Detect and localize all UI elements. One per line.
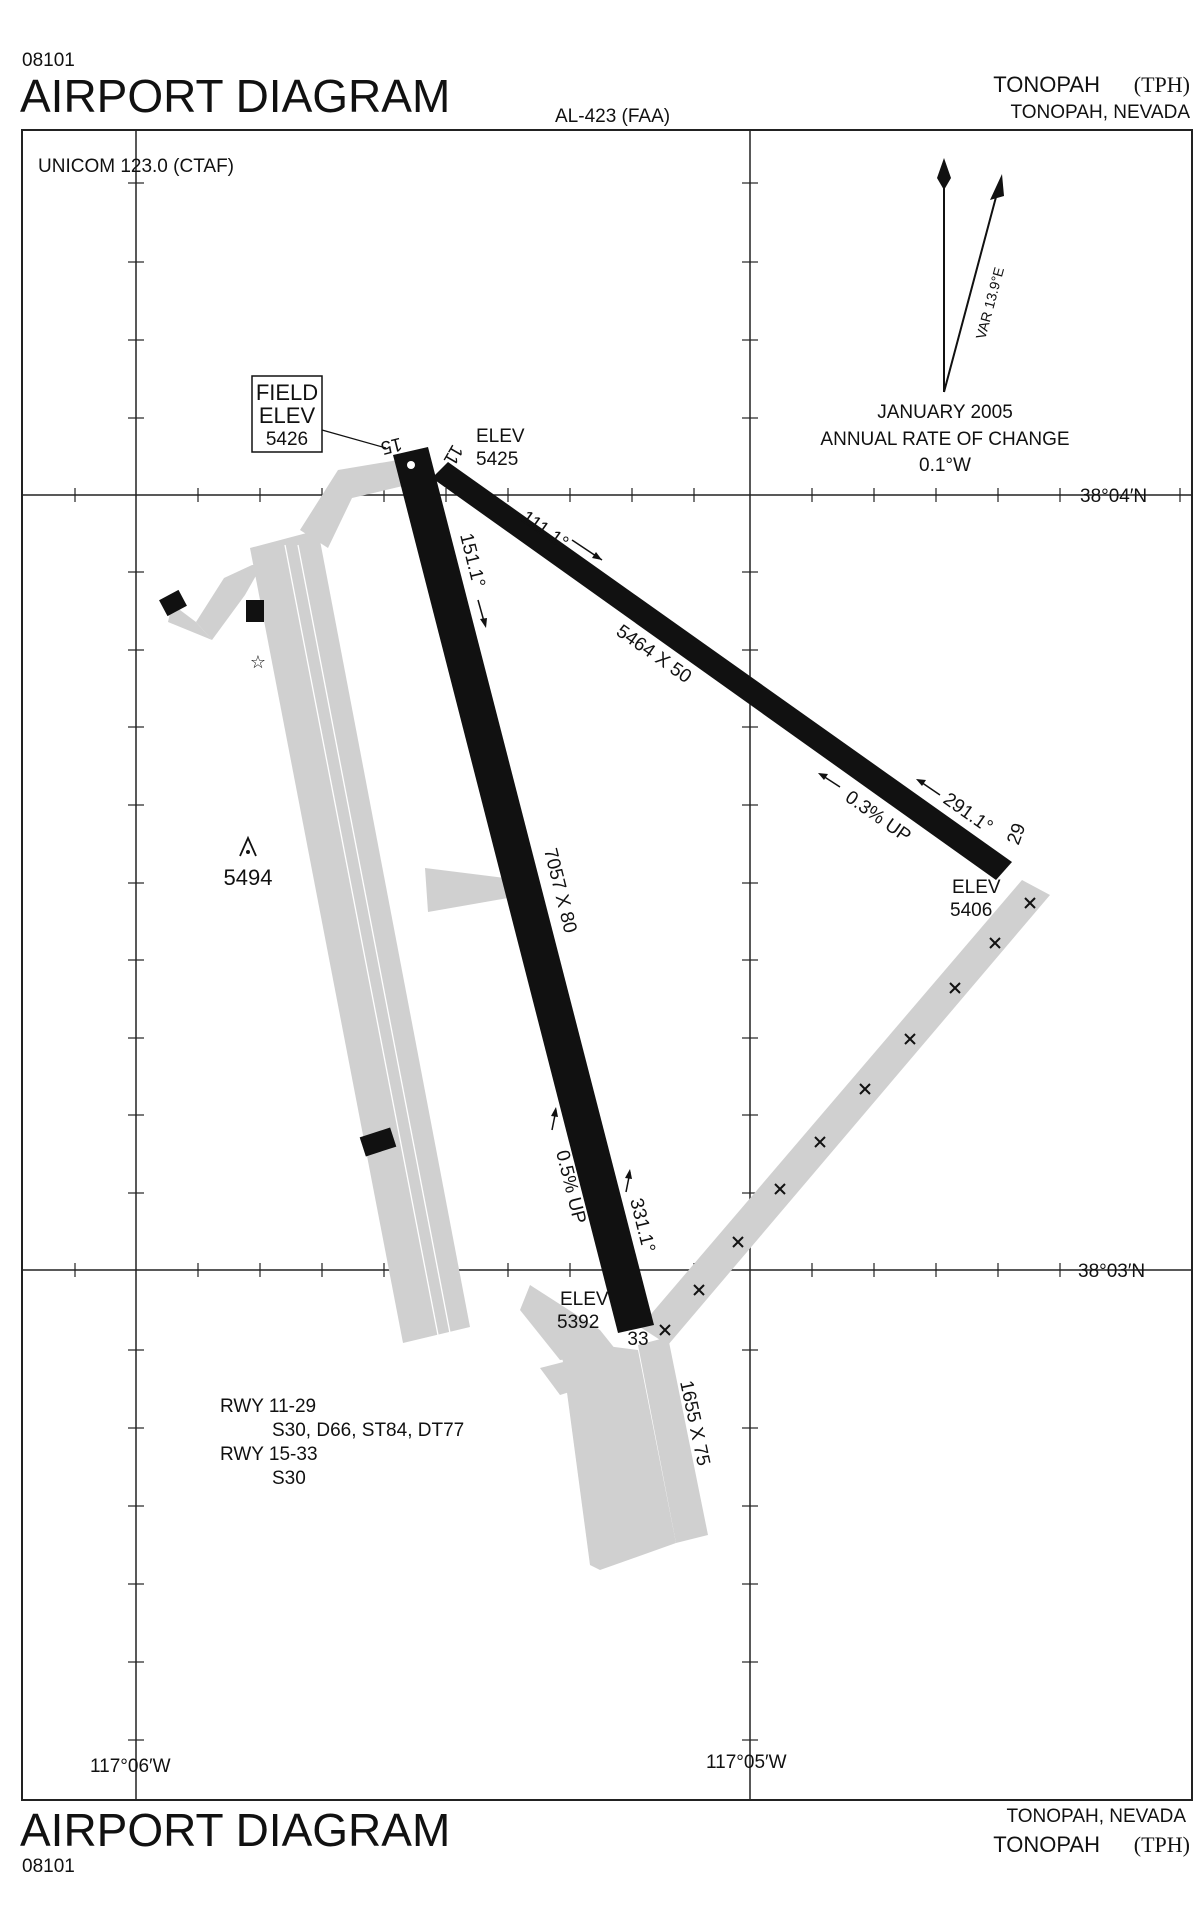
airport-id-bottom: (TPH) <box>1134 1832 1190 1857</box>
procedure-id: AL-423 (FAA) <box>555 106 670 127</box>
elev-33-value: 5392 <box>557 1312 599 1333</box>
lon-ticks-west <box>128 182 144 1741</box>
elev-29-value: 5406 <box>950 900 992 921</box>
page-title: AIRPORT DIAGRAM <box>20 70 450 122</box>
runway-15-33 <box>393 447 654 1333</box>
airport-id-top: (TPH) <box>1134 72 1190 97</box>
magnetic-variation: VAR 13.9°E <box>972 265 1007 340</box>
weights-rwy-11-29: RWY 11-29 <box>220 1396 316 1417</box>
field-elev-leader <box>321 429 387 449</box>
buildings <box>159 589 397 1157</box>
elev-11-value: 5425 <box>476 449 518 470</box>
north-arrow: VAR 13.9°E <box>937 158 1007 393</box>
weights-rwy-15-33-values: S30 <box>272 1468 306 1489</box>
airport-name-top: TONOPAH <box>993 72 1100 97</box>
field-elev-line2: ELEV <box>259 403 316 428</box>
chart-number-bottom: 08101 <box>22 1856 75 1877</box>
city-state-top: TONOPAH, NEVADA <box>1011 102 1191 123</box>
closed-taxiway-marks <box>659 897 1036 1336</box>
diagram-frame <box>21 129 1193 1801</box>
obstacle-icon <box>239 835 257 857</box>
airport-name-bottom: TONOPAH <box>993 1832 1100 1857</box>
weights-rwy-11-29-values: S30, D66, ST84, DT77 <box>272 1420 464 1441</box>
weights-rwy-15-33: RWY 15-33 <box>220 1444 318 1465</box>
field-elev-value: 5426 <box>266 429 308 450</box>
runway-11-29 <box>432 462 1012 880</box>
field-elev-box <box>251 375 323 453</box>
elev-11-label: ELEV <box>476 426 525 447</box>
runway-end-29: 29 <box>1003 821 1030 848</box>
lat-ticks-north <box>74 488 1181 502</box>
footer-title: AIRPORT DIAGRAM <box>20 1804 450 1856</box>
field-elev-line1: FIELD <box>256 380 318 405</box>
beacon-icon: ☆ <box>250 652 266 672</box>
elev-33-label: ELEV <box>560 1289 609 1310</box>
obstacle-elevation: 5494 <box>224 865 273 890</box>
runway-end-33: 33 <box>627 1329 648 1350</box>
lat-label-south: 38°03′N <box>1078 1261 1145 1282</box>
lon-label-east: 117°05′W <box>706 1752 787 1773</box>
lat-label-north: 38°04′N <box>1080 486 1147 507</box>
chart-number-top: 08101 <box>22 50 75 71</box>
elev-29-label: ELEV <box>952 877 1001 898</box>
magnetic-date: JANUARY 2005 <box>877 402 1013 423</box>
runway-end-15: 15 <box>379 433 405 458</box>
taxiway-centerlines <box>284 544 451 1336</box>
lon-label-west: 117°06′W <box>90 1756 171 1777</box>
magnetic-rate-label: ANNUAL RATE OF CHANGE <box>820 429 1069 450</box>
unicom-frequency: UNICOM 123.0 (CTAF) <box>38 156 234 177</box>
magnetic-rate-value: 0.1°W <box>919 455 971 476</box>
taxiway-system <box>168 458 1050 1570</box>
city-state-bottom: TONOPAH, NEVADA <box>1007 1806 1187 1827</box>
runway-15-threshold-marker <box>407 461 415 469</box>
runway-end-11: 11 <box>439 441 467 469</box>
